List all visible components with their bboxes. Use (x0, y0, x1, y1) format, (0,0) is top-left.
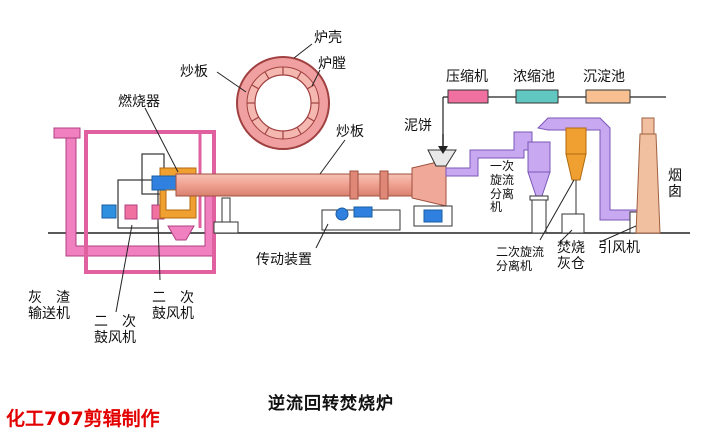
kiln-ring-1 (349, 170, 359, 200)
label-ash-bin: 焚烧 灰仓 (557, 240, 585, 273)
label-press-filter: 压缩机 (446, 69, 488, 85)
settling-tank-box (585, 89, 631, 104)
label-stir-plate-right: 炒板 (336, 124, 364, 140)
primary-cyclone-body (527, 141, 551, 173)
label-secondary-blower-right: 二 次 鼓风机 (152, 290, 194, 323)
label-settling-tank: 沉淀池 (583, 69, 625, 85)
control-panel (101, 204, 117, 219)
label-secondary-cyclone: 二次旋流 分离机 (496, 245, 545, 273)
burner-frame (84, 130, 216, 274)
thickener-box (515, 89, 559, 104)
kiln-hood (411, 159, 447, 207)
label-stir-plate-top: 炒板 (180, 64, 208, 80)
ash-bin (561, 213, 585, 234)
ash-hopper (167, 225, 195, 241)
label-induced-fan: 引风机 (598, 240, 640, 256)
press-filter-box (447, 89, 489, 104)
kiln-support-left-base (213, 221, 239, 234)
diagram-title: 逆流回转焚烧炉 (268, 394, 394, 414)
chimney (635, 133, 661, 234)
sludge-arrow-head (438, 146, 448, 154)
watermark: 化工707剪辑制作 (6, 408, 160, 430)
label-furnace-chamber: 炉膛 (318, 56, 346, 72)
leader-lines (115, 43, 637, 313)
primary-cyclone-hopper (529, 195, 549, 201)
label-primary-cyclone: 一次 旋流 分离 机 (490, 159, 515, 215)
label-furnace-shell: 炉壳 (314, 30, 342, 46)
sludge-chute (427, 149, 457, 167)
label-thickener: 浓缩池 (513, 69, 555, 85)
label-drive-unit: 传动装置 (256, 252, 312, 268)
flue-duct-1 (445, 131, 533, 177)
blower-left (124, 204, 138, 220)
drive-motor (353, 206, 373, 218)
primary-cyclone-cone (527, 171, 551, 197)
secondary-cyclone-cone (565, 153, 587, 181)
secondary-cyclone-body (565, 127, 587, 155)
label-burner: 燃烧器 (118, 94, 160, 110)
blower-housing-left (117, 179, 159, 229)
label-sludge-cake: 泥饼 (404, 118, 432, 134)
furnace-chamber (254, 74, 312, 132)
label-ash-conveyor: 灰 渣 输送机 (28, 290, 70, 323)
ash-conveyor-inlet (53, 127, 81, 139)
label-chimney: 烟 囱 (668, 168, 682, 201)
primary-cyclone-base (531, 199, 547, 234)
stir-plate-ring (247, 67, 319, 139)
kiln-ring-2 (379, 170, 389, 200)
chimney-cap (641, 117, 655, 135)
label-secondary-blower-left: 二 次 鼓风机 (94, 314, 136, 347)
discharge-inner (423, 209, 443, 223)
drive-gear (335, 207, 349, 221)
